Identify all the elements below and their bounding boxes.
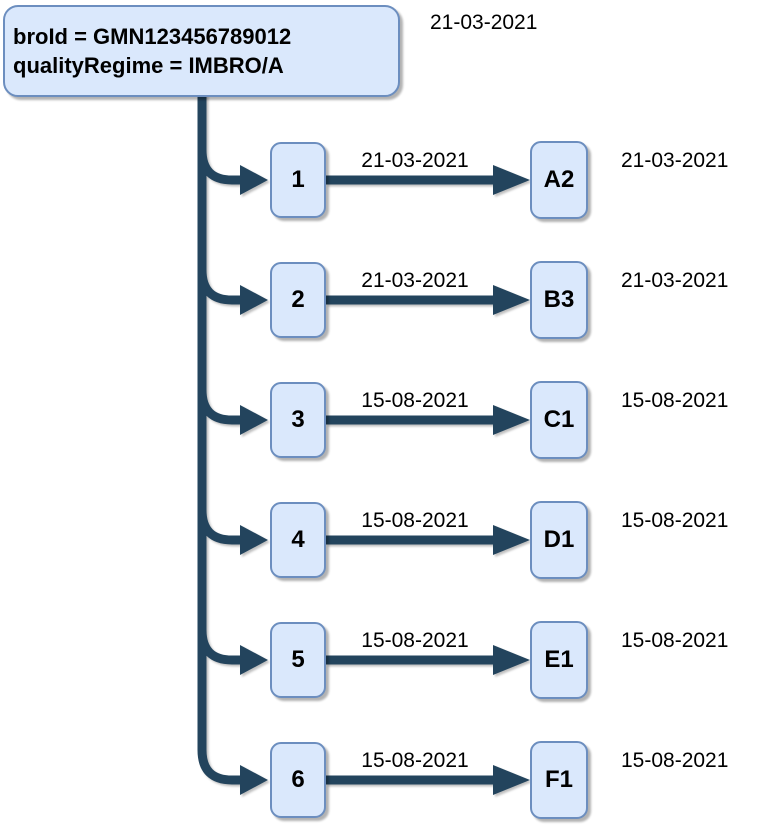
edge-arrowhead-icon-4 — [493, 525, 530, 555]
trunk-connector — [197, 94, 246, 785]
edge-arrowhead-icon-1 — [493, 165, 530, 195]
side-date-label-4: 15-08-2021 — [621, 509, 729, 532]
edge-date-label-5: 15-08-2021 — [361, 629, 469, 652]
branch-arrowhead-icon-4 — [240, 525, 268, 555]
target-node-4: D1 — [530, 501, 588, 579]
side-date-label-3: 15-08-2021 — [621, 389, 729, 412]
side-date-label-1: 21-03-2021 — [621, 149, 729, 172]
target-node-3: C1 — [530, 381, 588, 459]
branch-arrowhead-icon-3 — [240, 405, 268, 435]
side-date-label-6: 15-08-2021 — [621, 749, 729, 772]
source-node-3: 3 — [270, 382, 326, 458]
branch-connector-1 — [197, 149, 246, 185]
edge-date-label-4: 15-08-2021 — [361, 509, 469, 532]
side-date-label-2: 21-03-2021 — [621, 269, 729, 292]
branch-arrowhead-icon-6 — [240, 765, 268, 795]
edge-date-label-3: 15-08-2021 — [361, 389, 469, 412]
target-node-2: B3 — [530, 261, 588, 339]
edge-arrowhead-icon-6 — [493, 765, 530, 795]
edge-arrowhead-icon-2 — [493, 285, 530, 315]
branch-arrowhead-icon-2 — [240, 285, 268, 315]
root-node-line1: broId = GMN123456789012 — [13, 24, 292, 49]
branch-connector-2 — [197, 269, 246, 305]
source-node-2: 2 — [270, 262, 326, 338]
edge-arrowhead-icon-5 — [493, 645, 530, 675]
branch-connector-4 — [197, 509, 246, 545]
target-node-6: F1 — [530, 741, 588, 819]
branch-connector-5 — [197, 629, 246, 665]
edge-date-label-6: 15-08-2021 — [361, 749, 469, 772]
source-node-1: 1 — [270, 142, 326, 218]
source-node-4: 4 — [270, 502, 326, 578]
target-node-5: E1 — [530, 621, 588, 699]
edge-arrowhead-icon-3 — [493, 405, 530, 435]
branch-arrowhead-icon-5 — [240, 645, 268, 675]
edge-date-label-2: 21-03-2021 — [361, 269, 469, 292]
branch-connector-3 — [197, 389, 246, 425]
root-date-label: 21-03-2021 — [430, 11, 538, 34]
branch-arrowhead-icon-1 — [240, 165, 268, 195]
target-node-1: A2 — [530, 141, 588, 219]
source-node-6: 6 — [270, 742, 326, 818]
root-node-line2: qualityRegime = IMBRO/A — [13, 53, 284, 78]
source-node-5: 5 — [270, 622, 326, 698]
side-date-label-5: 15-08-2021 — [621, 629, 729, 652]
root-node: broId = GMN123456789012 qualityRegime = … — [3, 5, 400, 97]
edge-date-label-1: 21-03-2021 — [361, 149, 469, 172]
